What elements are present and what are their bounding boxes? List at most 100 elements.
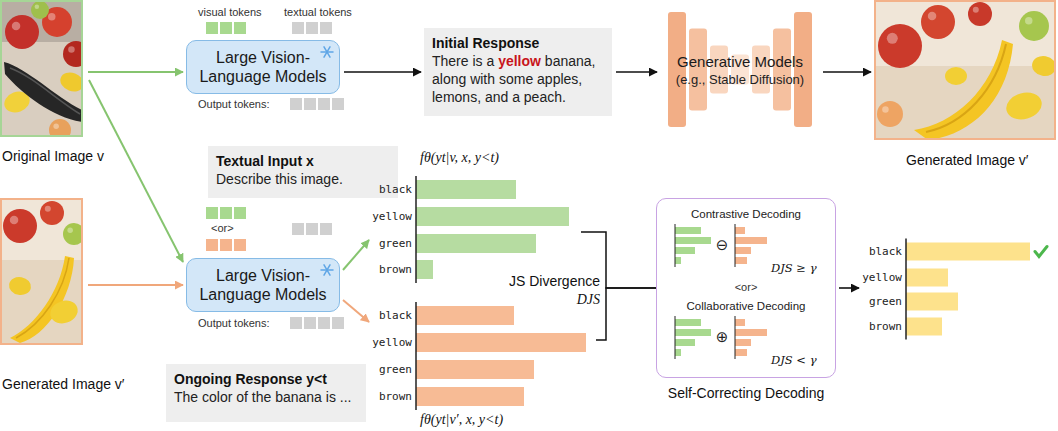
connector [89,80,183,262]
mini-bar [675,349,681,356]
text-group: ⊖ [715,236,729,254]
text-group: Generated Image v′ [906,152,1028,169]
text-group: black [372,308,412,324]
token-square [234,239,246,251]
probability-bar [906,318,942,336]
probability-bar [906,243,1030,261]
box-text: Describe this image. [216,171,343,187]
token-square [304,317,316,329]
token-square [234,22,246,34]
mode-title: Contrastive Decoding [691,208,801,220]
text-group: The color of the banana is ... [174,388,358,406]
text-group: green [372,362,412,378]
photo-wall [2,200,81,343]
mini-bar [735,247,751,254]
text-group: Original Image v [2,148,104,165]
lemon [47,297,81,327]
fruit-shine [12,22,20,31]
original-image: Original Image v [0,0,83,137]
check-mark [1035,247,1047,257]
mini-bar [675,257,681,264]
text-group: Generative Models [677,52,803,71]
bar-chart: fθ(yt|v, x, y<t)blackyellowgreenbrown [372,150,577,282]
lemon [58,69,81,94]
box-heading: Ongoing Response y<t [174,371,327,387]
text-group: Large Vision-Language Models [193,266,333,304]
bar-label: green [869,295,902,308]
text-group: brown [862,319,902,335]
lemon [945,67,967,85]
mini-bar [735,227,745,234]
fruit [49,119,71,135]
probability-bar [416,207,569,226]
text-group: DJS ≥ γ [771,261,817,275]
model-box: Large Vision-Language Models [186,40,340,94]
text-group: Generated Image v′ [2,376,124,393]
fruit [878,24,922,68]
mini-axis [735,224,736,267]
model-example: (e.g., Stable Diffusion) [676,72,804,87]
probability-bar [416,180,516,199]
generated-image: Generated Image v′ [0,198,83,345]
token-square [306,223,318,235]
annotation-label: JS Divergence [480,273,600,290]
fruit-shine [1025,17,1033,25]
text-group: Large Vision-Language Models [193,48,333,86]
text-group: brown [372,389,412,405]
banana [10,256,74,343]
condition-text: DJS ≥ γ [771,261,817,275]
bar-label: black [869,245,902,258]
text-group: black [862,244,902,260]
text-group: Describe this image. [216,170,390,188]
model-name: Large Vision-Language Models [199,49,326,85]
token-square [206,22,218,34]
fruit [1019,11,1049,41]
fruit [877,101,903,127]
image-caption: Original Image v [2,148,104,164]
fruit-shine [48,13,56,21]
fruit [63,223,81,245]
token-square [206,207,218,219]
connector [343,300,369,322]
mini-bar [675,247,695,254]
annotation-label: DJS [480,291,600,308]
annotation-label: visual tokens [198,5,262,19]
token-square [306,22,318,34]
chart-axis [905,239,907,340]
connector [596,288,656,340]
connector [343,240,369,270]
mini-axis [675,316,676,359]
text-group: Contrastive Decoding [663,207,829,222]
frozen-icon-stroke [324,265,330,275]
token-square [318,98,330,110]
mini-bar [675,237,711,244]
token-square [292,223,304,235]
frozen-icon [320,45,334,59]
bar-label: green [379,237,412,250]
text-group: Ongoing Response y<t [174,370,358,388]
banana-edge [926,44,1006,132]
banana-edge [10,68,80,114]
text-group: brown [372,262,412,278]
probability-bar [416,360,534,379]
fruit-shine [882,106,889,113]
token-square [220,239,232,251]
text-group: fθ(yt|v, x, y<t) [420,150,499,166]
fruit-shine [928,12,937,20]
model-box: Large Vision-Language Models [186,258,340,312]
mini-bar [735,329,767,336]
image-caption: Generated Image v′ [906,152,1028,168]
bar-label: brown [379,390,412,403]
frozen-icon-stroke [324,47,330,57]
frozen-icon-stroke [324,265,330,275]
bar-label: green [379,363,412,376]
banana [914,40,1013,138]
annotation-label: textual tokens [284,5,352,19]
box-text: The color of the banana is ... [174,389,351,405]
chart-formula: fθ(yt|v′, x, y<t) [420,412,503,427]
text-group: yellow [372,209,412,225]
fruit [3,209,37,243]
frozen-icon-stroke [324,47,330,57]
token-square [332,98,344,110]
text-group: green [372,236,412,252]
